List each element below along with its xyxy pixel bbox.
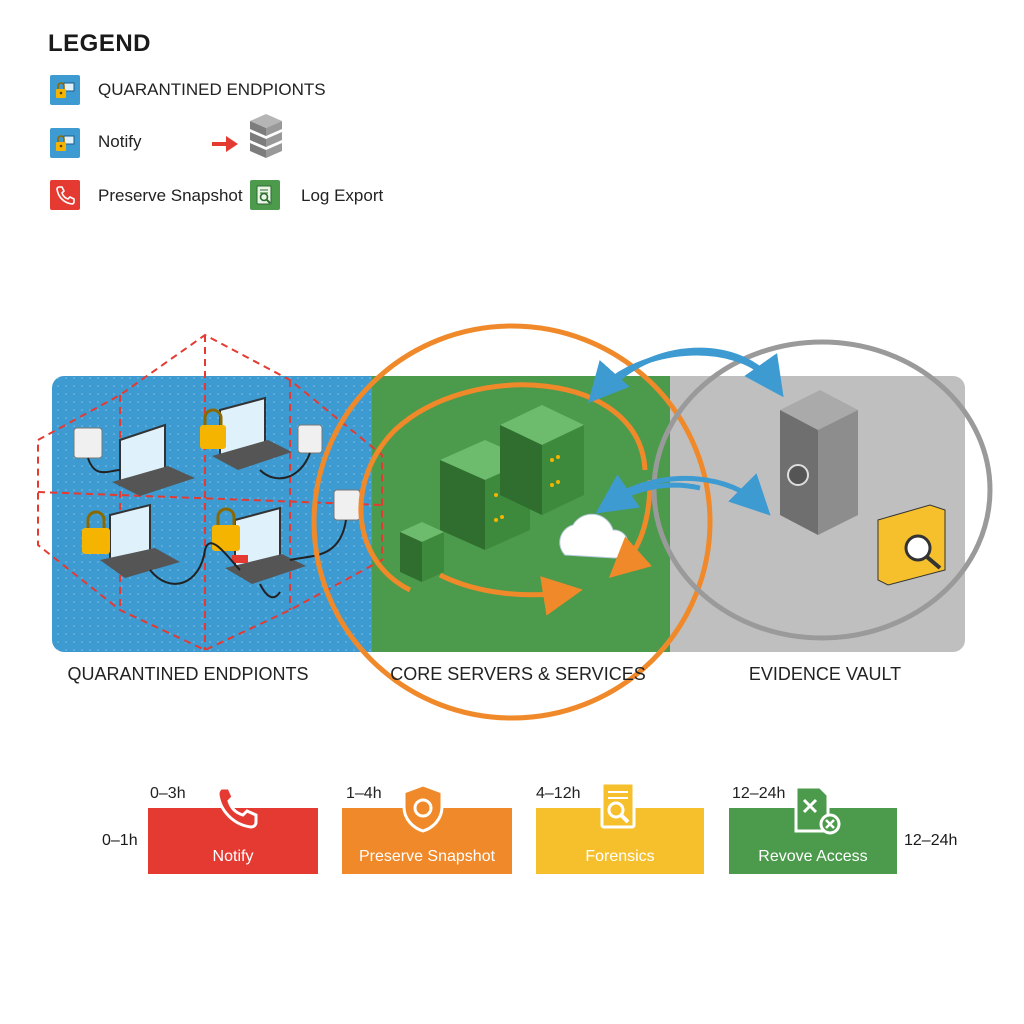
timeline-step-label: Notify (212, 848, 254, 865)
core-ring-inner (358, 382, 648, 593)
shield-icon (400, 782, 446, 834)
flow-arrow-blue-mid (623, 473, 771, 516)
legend-label-quarantined: QUARANTINED ENDPIONTS (98, 80, 326, 99)
timeline-step-label: Revove Access (758, 848, 868, 865)
endpoint-laptop-3 (82, 503, 180, 578)
endpoint-laptop-4 (212, 506, 306, 584)
legend-label-notify: Notify (98, 132, 142, 151)
timeline-step-time: 4–12h (536, 785, 581, 802)
phone-icon (50, 180, 80, 210)
server-rack-group (400, 405, 629, 582)
core-ring-outer (311, 323, 713, 721)
timeline-step-label: Forensics (585, 848, 655, 865)
zone-label-core: CORE SERVERS & SERVICES (390, 664, 646, 684)
legend-title: LEGEND (48, 30, 152, 57)
file-revoke-icon (790, 784, 842, 836)
zone-label-vault: EVIDENCE VAULT (748, 664, 902, 684)
timeline-step-time: 0–3h (150, 785, 186, 802)
timeline-step-label: Preserve Snapshot (358, 848, 496, 865)
padlock-laptop-icon (50, 128, 80, 158)
network-cables (87, 452, 347, 599)
safe-icon (780, 390, 858, 535)
document-search-icon (250, 180, 280, 210)
padlock-laptop-icon (50, 75, 80, 105)
folder-search-icon (877, 504, 946, 586)
cloud-icon (559, 513, 629, 559)
legend-label-log-export: Log Export (301, 186, 384, 205)
timeline-step-revoke: Revove Access (729, 808, 897, 874)
zone-texture (52, 376, 372, 652)
flow-arrow-orange-2 (608, 479, 653, 579)
network-sockets (73, 424, 361, 521)
legend-label-preserve: Preserve Snapshot (98, 186, 243, 205)
server-stack-icon (248, 112, 284, 158)
quarantine-boundary (37, 333, 383, 652)
timeline-step-time: 12–24h (732, 785, 786, 802)
flow-arrow-orange (438, 572, 583, 616)
diagram-overlay (37, 323, 993, 721)
endpoint-laptop-2 (200, 396, 292, 470)
timeline-start-label: 0–1h (102, 832, 138, 849)
vault-ring (651, 339, 993, 641)
flow-arrow-blue-mid-return (595, 474, 701, 514)
timeline-end-label: 12–24h (904, 832, 958, 849)
flow-arrow-blue-top-return (587, 350, 772, 404)
zone-label-quarantined: QUARANTINED ENDPIONTS (67, 664, 309, 684)
document-search-icon (594, 780, 642, 834)
red-arrow-icon (210, 134, 240, 154)
phone-icon (212, 782, 260, 832)
timeline-step-time: 1–4h (346, 785, 382, 802)
